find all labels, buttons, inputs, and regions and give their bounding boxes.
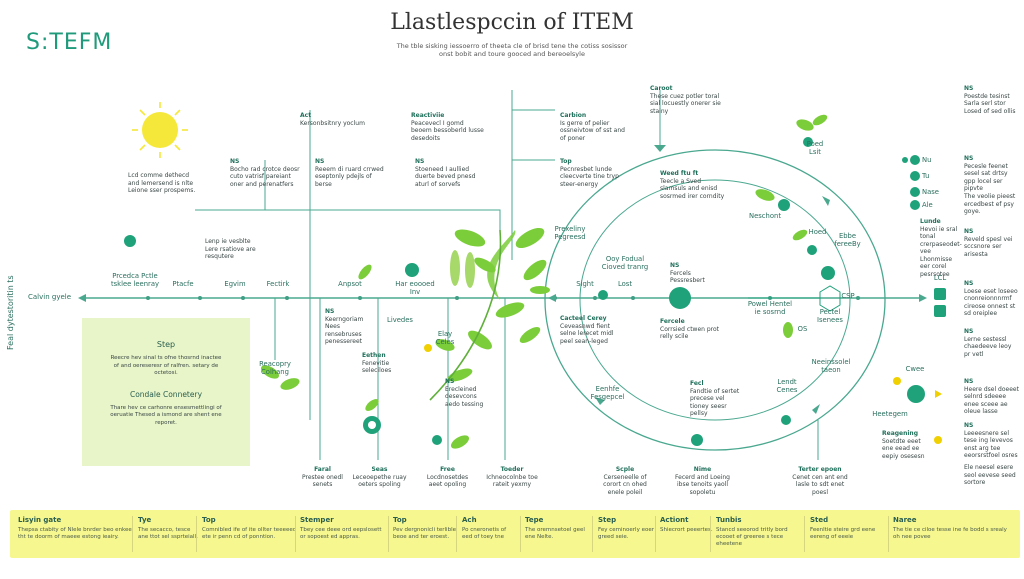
axis-label: Calvin gyele [28, 293, 72, 301]
axis-node-10[interactable]: CSP [841, 292, 855, 300]
note-left-5: Lenp ie vesblte Lere rsatiove are resqut… [205, 238, 256, 260]
right-icon-label-2: Tu [922, 172, 930, 180]
step-box-body-2: Thare hev ce carhonre ensesmettlingi of … [110, 404, 222, 426]
cycle-circle [544, 149, 886, 451]
right-note-9: Ele neesel esere seol eevese seed sortor… [964, 464, 1016, 486]
lower-node-14: Poed Lsit [806, 140, 824, 156]
lower-node-22: Pectel Isenees [817, 308, 843, 324]
lower-node-19: Lendt Cenes [776, 378, 798, 394]
axis-node-9[interactable]: Powel Hentel ie sosrnd [747, 300, 793, 316]
right-icon-label-4: Ale [922, 201, 933, 209]
right-icon-label-3: Nase [922, 188, 939, 196]
axis-node-4[interactable]: Fectirk [266, 280, 290, 288]
right-graph-low: Heetegem [872, 410, 908, 418]
axis-node-6[interactable]: Har eoooed Inv [395, 280, 435, 296]
step-box-heading-2: Condale Connetery [129, 389, 203, 399]
node-icons [124, 137, 946, 446]
axis-node-2[interactable]: Ptacfe [172, 280, 194, 288]
plant-icon [435, 227, 550, 382]
right-graph-mid: Cwee [905, 365, 925, 373]
note-left-1: Lcd comme dethecd and lemersend is nlte … [128, 172, 196, 194]
lower-node-6: Reacopry Colhang [259, 360, 291, 376]
step-box-heading: Step [156, 340, 176, 349]
lower-node-2: Livedes [387, 316, 413, 324]
side-label: Feal dytestoritin ts [6, 275, 15, 350]
axis-node-8[interactable]: Lost [617, 280, 633, 288]
page-subtitle: The tble sisking iessoerro of theeta cle… [396, 42, 628, 58]
axis-node-5[interactable]: Anpsot [338, 280, 362, 288]
sun-icon [132, 102, 188, 158]
lower-node-3: Elay Celes [435, 330, 455, 346]
axis-node-7[interactable]: Sight [576, 280, 594, 288]
logo[interactable]: S:TEFM [26, 30, 113, 55]
lower-node-13: Neschont [749, 212, 781, 220]
right-graph-top: LCL [933, 274, 947, 282]
lower-node-10: Ooy Fodual Cioved tranrg [601, 255, 649, 271]
axis-node-1[interactable]: Prcedca Pctle tsklee leenray [110, 272, 160, 288]
lower-node-20: Neeinssolel taeon [811, 358, 851, 374]
right-note-3: The veolie pieest ercedbest ef psy goye. [964, 193, 1016, 215]
axis-node-3[interactable]: Egvim [224, 280, 246, 288]
step-box-body: Reecre hev sinal ts ofne thosrnd inactee… [110, 355, 222, 376]
lower-node-18: Eenhfe Fesgepcel [590, 385, 625, 401]
lower-node-21: OS [797, 325, 808, 333]
lower-node-11: Prexeliny Pegreesd [554, 225, 586, 241]
right-icon-label-1: Nu [922, 156, 932, 164]
step-box: Step Reecre hev sinal ts ofne thosrnd in… [82, 318, 250, 466]
lower-node-16: Ebbe fereeBy [834, 232, 861, 248]
lower-node-15: Hoed [808, 228, 827, 236]
center-node-icon [669, 287, 691, 309]
page-title: Llastlespccin of ITEM [390, 10, 634, 35]
